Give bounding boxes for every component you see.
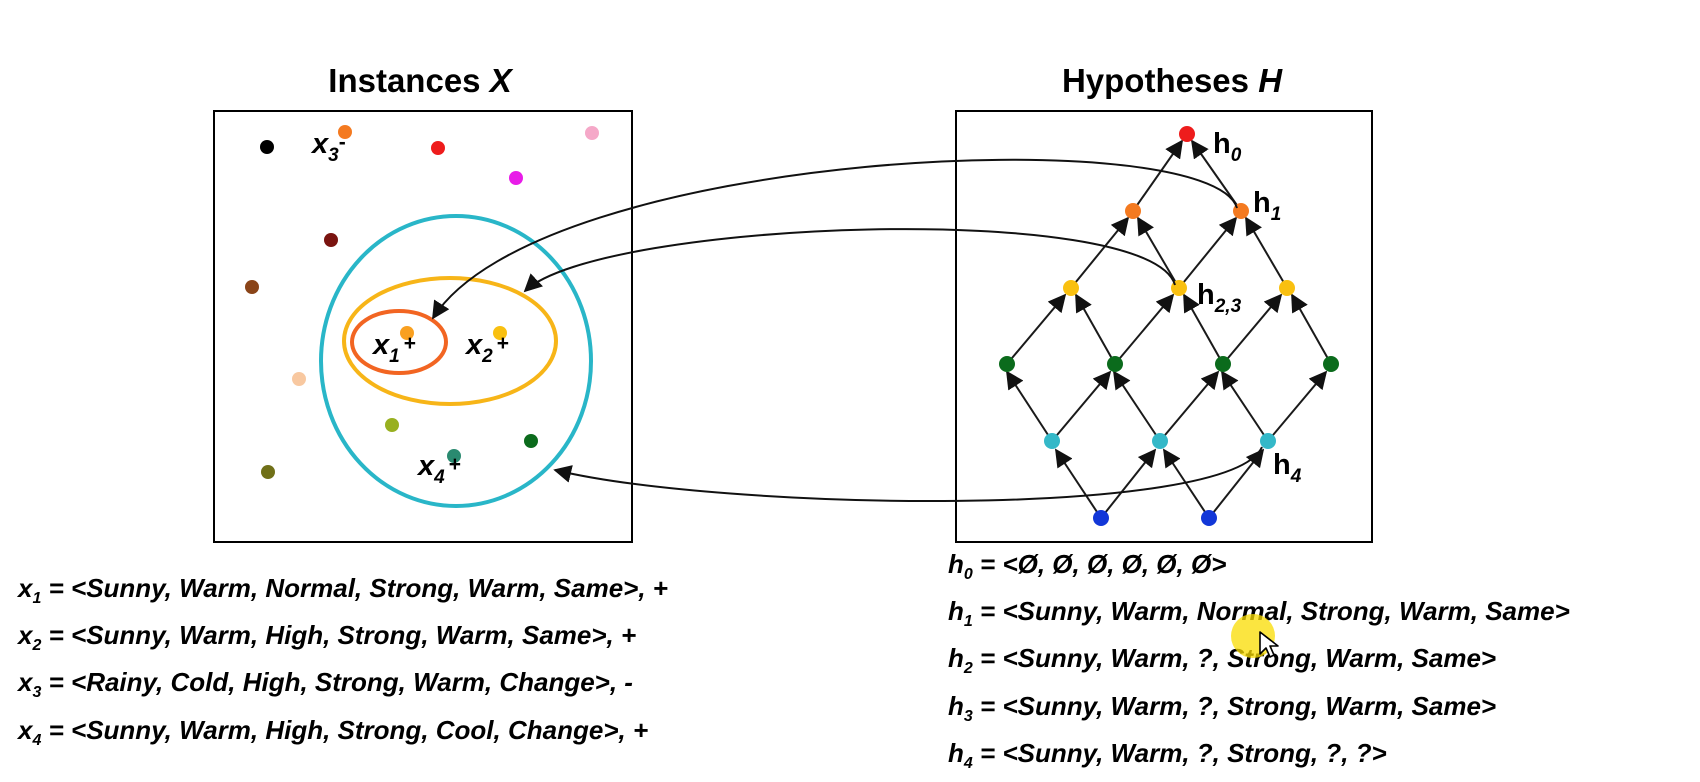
hypothesis-def-h0: h0 = <Ø, Ø, Ø, Ø, Ø, Ø>	[948, 549, 1227, 584]
hypothesis-definitions: h0 = <Ø, Ø, Ø, Ø, Ø, Ø> h1 = <Sunny, War…	[948, 546, 1570, 782]
lattice-node	[1201, 510, 1217, 526]
instance-dot	[585, 126, 599, 140]
lattice-edge	[1163, 448, 1210, 519]
lattice-edge	[1267, 370, 1328, 442]
lattice-edge	[1075, 293, 1116, 365]
lattice-edge	[1006, 293, 1067, 365]
instance-def-x4: x4 = <Sunny, Warm, High, Strong, Cool, C…	[18, 714, 649, 749]
instance-dot	[245, 280, 259, 294]
instances-title-word: Instances	[328, 62, 480, 99]
lattice-edge	[1183, 293, 1224, 365]
lattice-edge	[1245, 216, 1288, 289]
lattice-node	[1063, 280, 1079, 296]
hypotheses-title-word: Hypotheses	[1062, 62, 1249, 99]
mapping-arrow-h4	[553, 446, 1263, 503]
instances-title: Instances X	[328, 62, 513, 99]
hypotheses-title: Hypotheses H	[1062, 62, 1283, 99]
lattice-edges	[1006, 139, 1332, 519]
mouse-pointer-icon	[1259, 631, 1279, 658]
lattice-node	[1323, 356, 1339, 372]
lattice-edge	[1070, 216, 1130, 289]
instance-dot-x3	[338, 125, 352, 139]
lattice-edge	[1221, 370, 1269, 442]
lattice-node	[1279, 280, 1295, 296]
lattice-edge	[1114, 293, 1175, 365]
instance-dot	[292, 372, 306, 386]
lattice-edge	[1100, 448, 1157, 519]
lattice-node	[1044, 433, 1060, 449]
instance-dot	[261, 465, 275, 479]
ring-h4	[319, 214, 593, 508]
instance-dot	[509, 171, 523, 185]
lattice-nodes	[999, 126, 1339, 526]
hypothesis-def-h4: h4 = <Sunny, Warm, ?, Strong, ?, ?>	[948, 737, 1387, 772]
lattice-edge	[1137, 216, 1180, 289]
instance-dot	[524, 434, 538, 448]
lattice-node	[1152, 433, 1168, 449]
instance-dots	[245, 125, 599, 479]
ring-h23	[342, 276, 558, 406]
lattice-edge	[1113, 370, 1161, 442]
instance-def-x2: x2 = <Sunny, Warm, High, Strong, Warm, S…	[18, 620, 637, 655]
label-x4: x4+	[416, 450, 461, 488]
instance-dot-x4	[447, 449, 461, 463]
node-h4	[1260, 433, 1276, 449]
label-x2: x2+	[464, 329, 509, 367]
instance-def-x1: x1 = <Sunny, Warm, Normal, Strong, Warm,…	[18, 573, 668, 608]
instance-dot	[385, 418, 399, 432]
label-h0: h0	[1213, 128, 1242, 166]
instance-dot-x2	[493, 326, 507, 340]
mapping-arrow-h1	[432, 158, 1238, 320]
instance-def-x3: x3 = <Rainy, Cold, High, Strong, Warm, C…	[18, 667, 633, 702]
lattice-node	[1107, 356, 1123, 372]
instance-definitions: x1 = <Sunny, Warm, Normal, Strong, Warm,…	[18, 570, 668, 759]
label-x1: x1+	[371, 329, 416, 367]
lattice-edge	[1132, 139, 1184, 212]
lattice-edge	[1055, 448, 1102, 519]
lattice-edge	[1159, 370, 1220, 442]
label-h23: h2,3	[1197, 279, 1242, 317]
lattice-edge	[1051, 370, 1112, 442]
lattice-edge	[1208, 448, 1265, 519]
instances-title-var: X	[488, 62, 514, 99]
instance-dot-x1	[400, 326, 414, 340]
label-x3: x3-	[310, 128, 346, 166]
lattice-edge	[1006, 370, 1053, 442]
instances-box	[213, 110, 633, 543]
instance-dot	[324, 233, 338, 247]
lattice-node	[999, 356, 1015, 372]
lattice-node	[1215, 356, 1231, 372]
ring-h1	[350, 309, 448, 375]
hypotheses-box	[955, 110, 1373, 543]
lattice-edge	[1222, 293, 1283, 365]
mapping-arrow-h23	[523, 228, 1176, 293]
hypotheses-title-var: H	[1258, 62, 1283, 99]
hypothesis-def-h3: h3 = <Sunny, Warm, ?, Strong, Warm, Same…	[948, 690, 1497, 725]
label-h1: h1	[1253, 187, 1281, 225]
hypothesis-def-h1: h1 = <Sunny, Warm, Normal, Strong, Warm,…	[948, 596, 1570, 631]
instance-dot	[431, 141, 445, 155]
lattice-node	[1125, 203, 1141, 219]
node-h0	[1179, 126, 1195, 142]
lattice-node	[1093, 510, 1109, 526]
label-h4: h4	[1273, 449, 1302, 487]
lattice-edge	[1178, 216, 1238, 289]
diagram-canvas: Instances X Hypotheses H x3- x1+ x2+ x4+	[213, 62, 1373, 543]
instance-dot	[260, 140, 274, 154]
lattice-edge	[1291, 293, 1332, 365]
